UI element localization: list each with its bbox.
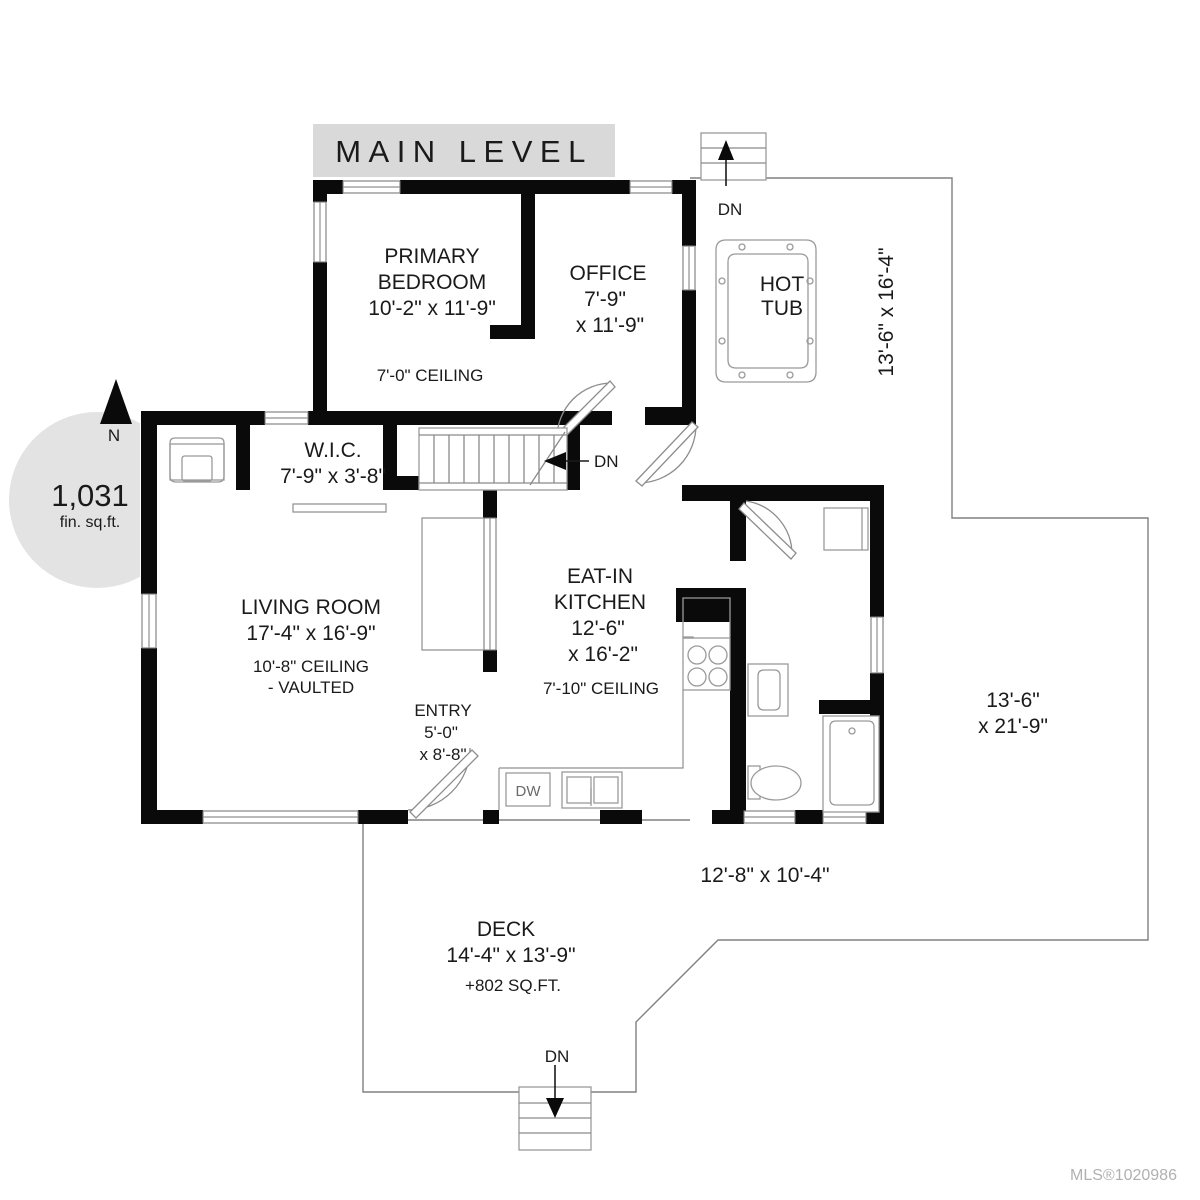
office-dims-1: 7'-9" <box>584 288 626 311</box>
primary-bedroom-name-1: PRIMARY <box>384 245 479 268</box>
north-label: N <box>108 426 120 445</box>
room-labels: PRIMARY BEDROOM 10'-2" x 11'-9" 7'-0" CE… <box>241 245 659 995</box>
deck-dims: 14'-4" x 13'-9" <box>446 944 575 967</box>
north-area-badge: N 1,031 fin. sq.ft. <box>9 379 140 588</box>
lower-right-dims-2: x 21'-9" <box>978 715 1048 738</box>
hot-tub-fixture: HOT TUB <box>715 239 817 383</box>
living-room-ceiling-2: - VAULTED <box>268 678 354 697</box>
interior-stairs: DN <box>418 427 619 491</box>
finished-sqft-value: 1,031 <box>51 478 129 513</box>
living-room-dims: 17'-4" x 16'-9" <box>246 622 375 645</box>
exterior-dimension-labels: 13'-6" x 16'-4" 13'-6" x 21'-9" 12'-8" x… <box>700 247 1048 887</box>
bath-cabinet-fixture <box>823 507 869 551</box>
bathtub-fixture <box>822 715 880 813</box>
stairs-down-label-deck: DN <box>545 1047 570 1066</box>
kitchen-name-1: EAT-IN <box>567 565 633 588</box>
hot-tub-label-1: HOT <box>760 273 805 296</box>
kitchen-counter: DW <box>498 690 684 810</box>
kitchen-dims-1: 12'-6" <box>571 617 625 640</box>
deck-stairs: DN <box>518 1047 592 1151</box>
north-arrow-icon <box>100 379 132 424</box>
stairs-down-arrow-icon <box>544 452 566 470</box>
office-dims-2: x 11'-9" <box>576 314 644 337</box>
doors <box>407 380 797 819</box>
main-level-banner: MAIN LEVEL <box>313 124 615 177</box>
primary-bedroom-ceiling: 7'-0" CEILING <box>377 366 484 385</box>
finished-sqft-unit: fin. sq.ft. <box>60 514 120 531</box>
walls <box>141 180 884 824</box>
lower-deck-dims: 12'-8" x 10'-4" <box>700 864 829 887</box>
windows <box>141 180 884 824</box>
kitchen-ceiling: 7'-10" CEILING <box>543 679 659 698</box>
deck-stairs-down-arrow-icon <box>546 1098 564 1118</box>
entry-dims-2: x 8'-8" <box>419 745 466 764</box>
kitchen-dims-2: x 16'-2" <box>568 643 638 666</box>
living-room-name: LIVING ROOM <box>241 596 381 619</box>
exterior-stairs-up-arrow-icon <box>718 140 734 160</box>
bathroom-sink-fixture <box>747 663 789 717</box>
lower-right-dims-1: 13'-6" <box>986 689 1040 712</box>
primary-bedroom-name-2: BEDROOM <box>378 271 487 294</box>
primary-bedroom-dims: 10'-2" x 11'-9" <box>368 297 496 320</box>
entry-name: ENTRY <box>414 701 471 720</box>
deck-sqft: +802 SQ.FT. <box>465 976 561 995</box>
living-room-chair <box>169 437 225 483</box>
living-room-ceiling-1: 10'-8" CEILING <box>253 657 369 676</box>
entry-dims-1: 5'-0" <box>424 723 458 742</box>
hot-tub-deck-dims: 13'-6" x 16'-4" <box>875 247 898 376</box>
exterior-stairs-top: DN <box>700 132 767 219</box>
banner-title: MAIN LEVEL <box>335 134 593 169</box>
deck-name: DECK <box>477 918 535 941</box>
range-fixture <box>682 597 731 691</box>
stairs-down-label-top: DN <box>718 200 743 219</box>
office-name: OFFICE <box>570 262 647 285</box>
toilet-fixture <box>747 765 802 801</box>
wic-dims: 7'-9" x 3'-8" <box>280 465 386 488</box>
kitchen-name-2: KITCHEN <box>554 591 646 614</box>
stairs-down-label-interior: DN <box>594 452 619 471</box>
hot-tub-label-2: TUB <box>761 297 803 320</box>
mls-number: MLS®1020986 <box>1070 1167 1177 1184</box>
dishwasher-label: DW <box>516 783 542 800</box>
wic-name: W.I.C. <box>304 439 361 462</box>
